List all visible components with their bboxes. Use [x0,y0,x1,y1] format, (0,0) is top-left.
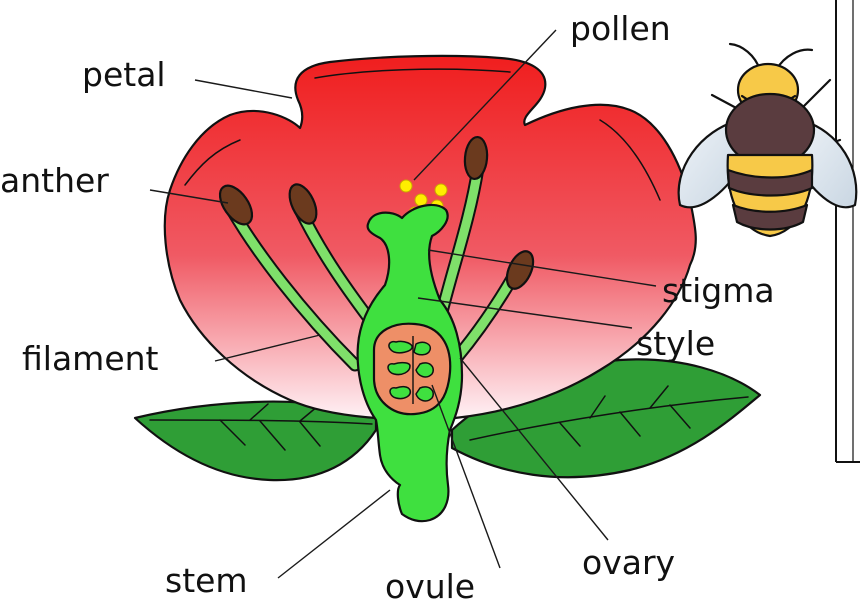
label-stigma: stigma [662,271,775,310]
bee-icon [679,44,857,236]
label-anther: anther [0,161,109,200]
side-panel [836,0,860,462]
label-petal: petal [82,55,166,94]
label-filament: filament [22,339,159,378]
label-ovule: ovule [385,567,475,605]
label-pollen: pollen [570,9,671,48]
label-style: style [636,324,715,363]
label-ovary: ovary [582,543,675,582]
label-stem: stem [165,561,248,600]
